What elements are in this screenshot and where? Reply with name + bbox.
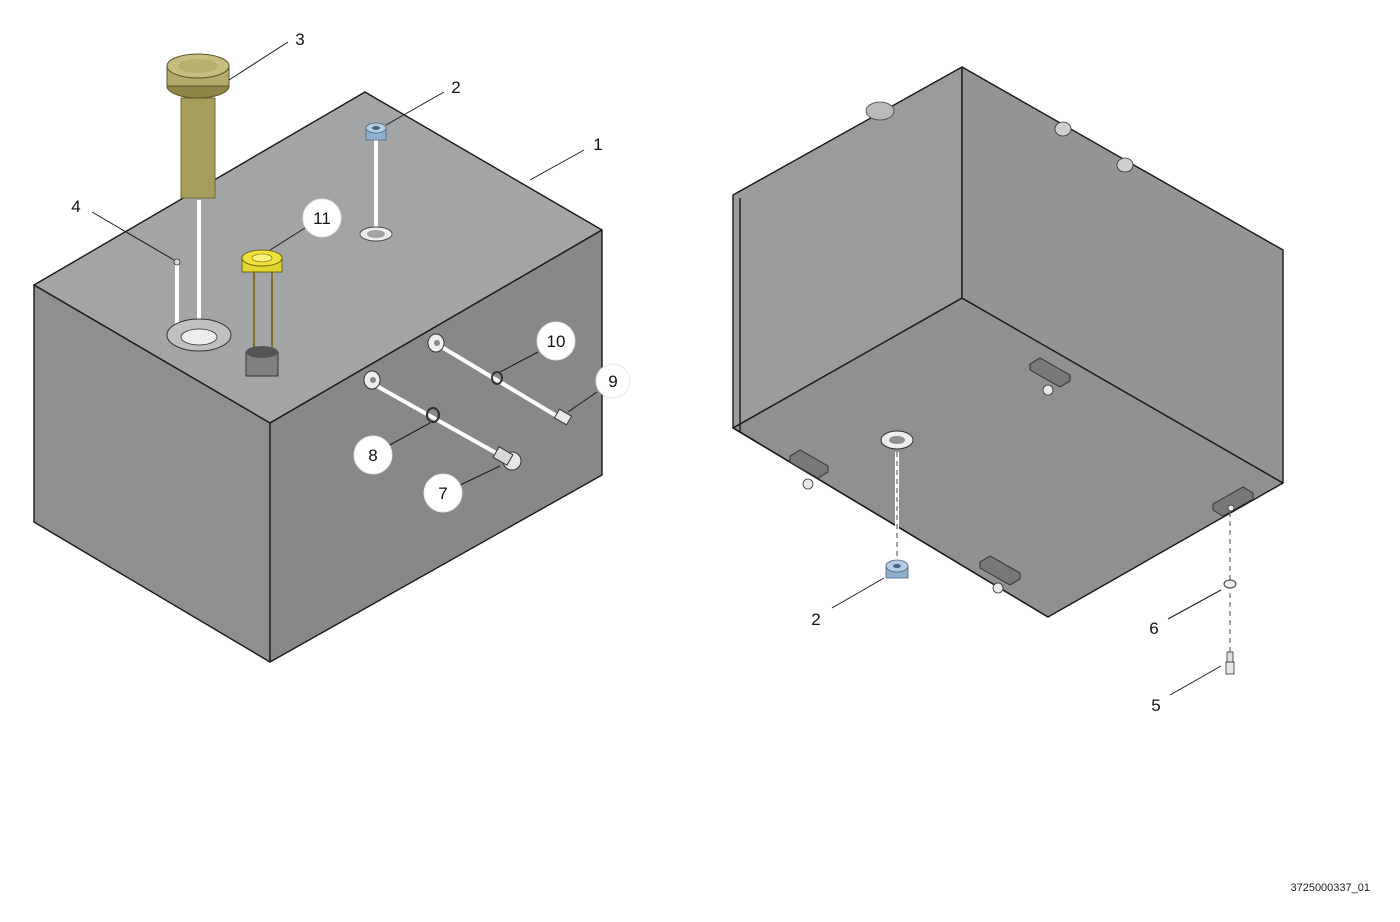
leader-lines [91, 41, 1222, 696]
top-plug [359, 122, 393, 242]
callout-2-top: 2 [451, 78, 460, 97]
foot-fasteners [1223, 512, 1237, 675]
callout-2-bottom: 2 [811, 610, 820, 629]
callout-1: 1 [593, 135, 602, 154]
right-fuel-tank [732, 66, 1284, 618]
svg-text:9: 9 [608, 372, 617, 391]
filler-flange [166, 318, 232, 352]
callout-7: 7 [423, 473, 463, 513]
left-tank-right-face [269, 229, 603, 663]
mounting-feet [789, 357, 1254, 594]
mounting-foot-d [1212, 486, 1254, 517]
side-bosses-left [363, 333, 573, 471]
seal-ring-8 [425, 406, 441, 424]
callout-9: 9 [595, 363, 631, 399]
svg-text:10: 10 [547, 332, 566, 351]
callouts: 1 2 3 4 11 10 9 8 7 2 6 5 [71, 30, 1160, 715]
filler-cap-assembly [166, 53, 230, 199]
fuel-gauge-assembly [241, 249, 283, 377]
left-fuel-tank [33, 91, 603, 663]
seal-ring-10 [491, 371, 503, 385]
mounting-foot-a [789, 449, 829, 490]
callout-11: 11 [302, 198, 342, 238]
svg-text:8: 8 [368, 446, 377, 465]
drain-plug-9 [553, 408, 573, 426]
vent-pin [173, 258, 181, 266]
svg-text:11: 11 [313, 209, 331, 228]
callout-6: 6 [1149, 619, 1158, 638]
mounting-foot-c [979, 555, 1021, 594]
callout-8: 8 [353, 435, 393, 475]
mounting-foot-b [1029, 357, 1071, 396]
svg-text:7: 7 [438, 484, 447, 503]
bottom-drain [880, 430, 914, 579]
callout-10: 10 [536, 321, 576, 361]
bottom-plug [885, 559, 909, 579]
washer-6 [1223, 579, 1237, 589]
filler-neck [180, 97, 216, 199]
right-tank-back-wall [961, 66, 1284, 484]
drain-plug-7 [492, 446, 522, 471]
bolt-5 [1225, 651, 1235, 675]
document-id: 3725000337_01 [1290, 882, 1370, 894]
callout-4: 4 [71, 197, 80, 216]
callout-3: 3 [295, 30, 304, 49]
callout-5: 5 [1151, 696, 1160, 715]
